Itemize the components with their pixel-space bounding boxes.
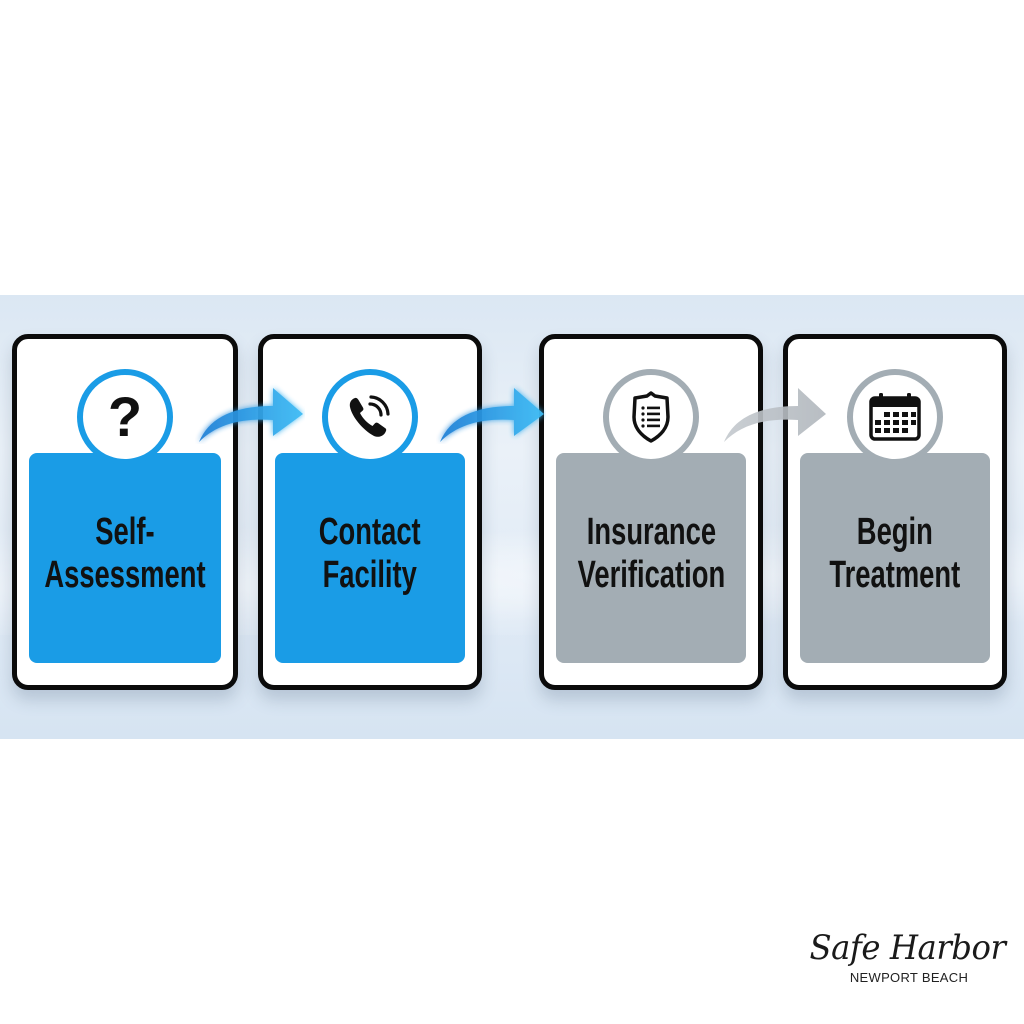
step-panel: Self- Assessment	[29, 453, 221, 663]
icon-badge: ?	[77, 369, 173, 465]
step-label-line2: Facility	[322, 554, 418, 596]
calendar-icon	[869, 393, 921, 441]
step-card-contact-facility[interactable]: Contact Facility	[258, 334, 482, 690]
step-label: Self- Assessment	[44, 511, 205, 597]
step-panel: Begin Treatment	[800, 453, 990, 663]
icon-badge	[322, 369, 418, 465]
step-label-line1: Contact	[319, 511, 421, 553]
question-mark-icon: ?	[107, 385, 143, 448]
shield-checklist-icon	[632, 391, 670, 443]
brand-location: NEWPORT BEACH	[849, 970, 969, 985]
step-label-line1: Begin	[856, 511, 934, 553]
step-panel: Insurance Verification	[556, 453, 746, 663]
step-card-insurance-verification[interactable]: Insurance Verification	[539, 334, 763, 690]
step-label-line1: Self-	[95, 511, 155, 553]
step-label-line2: Treatment	[829, 554, 961, 596]
brand-name: Safe Harbor	[809, 928, 1006, 968]
step-panel: Contact Facility	[275, 453, 465, 663]
step-label-line2: Verification	[577, 554, 725, 596]
step-label: Begin Treatment	[830, 511, 961, 597]
phone-icon	[349, 395, 390, 437]
icon-badge	[603, 369, 699, 465]
brand-logo: Safe Harbor NEWPORT BEACH	[805, 928, 1006, 985]
arrow-right-icon	[199, 388, 303, 442]
step-label: Contact Facility	[319, 511, 421, 597]
step-card-self-assessment[interactable]: ? Self- Assessment	[12, 334, 238, 690]
step-label-line1: Insurance	[586, 511, 716, 553]
step-label-line2: Assessment	[44, 554, 206, 596]
arrow-right-icon	[724, 388, 826, 442]
arrow-right-icon	[440, 388, 544, 442]
icon-badge	[847, 369, 943, 465]
step-card-begin-treatment[interactable]: Begin Treatment	[783, 334, 1007, 690]
step-label: Insurance Verification	[577, 511, 724, 597]
